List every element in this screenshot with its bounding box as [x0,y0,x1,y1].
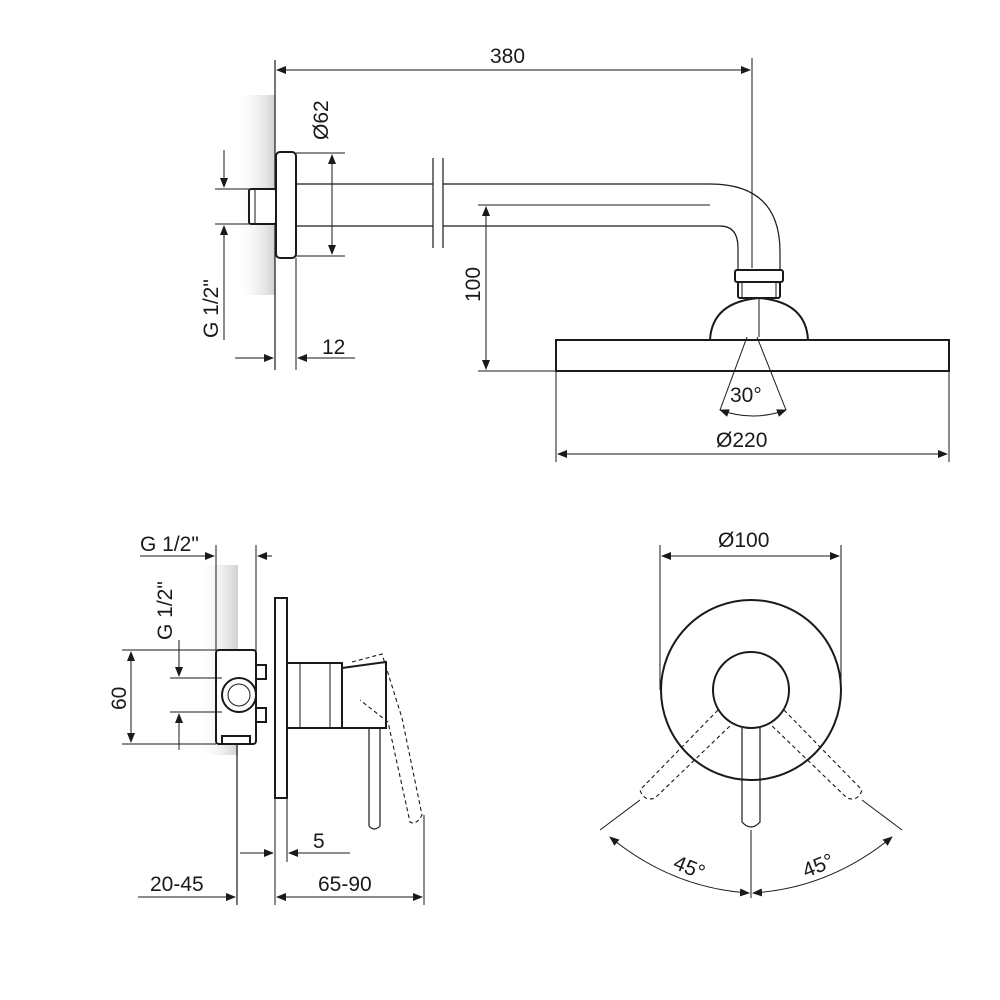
rosette-front-view: Ø100 45° 45° [599,529,903,898]
dim-lever-angle-right: 45° [799,849,837,882]
front-lever-alt-left [639,709,733,800]
lever-alt-position [351,653,423,824]
front-lever [741,728,761,828]
dim-body-height: 60 [108,687,131,710]
cartridge [286,662,343,729]
rosette-hub [712,651,790,729]
inlet-connector [248,188,277,225]
valve-port [221,677,257,713]
dim-mixer-thread-vertical: G 1/2" [154,581,177,640]
front-lever-alt-right [769,709,863,800]
dim-flange-diameter: Ø62 [310,100,333,140]
shower-arm-view: 30° 380 Ø62 G 1/2" 12 100 Ø220 [200,45,950,462]
dim-mixer-thread-horizontal: G 1/2" [140,533,199,556]
mixer-side-view: G 1/2" G 1/2" 60 5 20-45 65-90 [108,533,425,905]
dim-rosette-diameter: Ø100 [718,529,769,552]
dim-plate-offset: 5 [313,830,325,853]
spray-angle-label: 30° [730,384,762,407]
shower-head [555,339,950,372]
wall-plate [274,597,288,799]
wall-flange [275,151,297,259]
dim-flange-thickness: 12 [322,336,345,359]
dim-lever-angle-left: 45° [670,851,708,884]
lever-body [341,660,387,729]
dim-projection: 65-90 [318,873,372,896]
dim-inlet-thread: G 1/2" [200,279,223,338]
dim-drop-height: 100 [462,267,485,302]
dim-wall-depth: 20-45 [150,873,204,896]
dim-arm-length: 380 [490,45,525,68]
shower-arm-bend [443,183,781,270]
dim-head-diameter: Ø220 [716,429,767,452]
